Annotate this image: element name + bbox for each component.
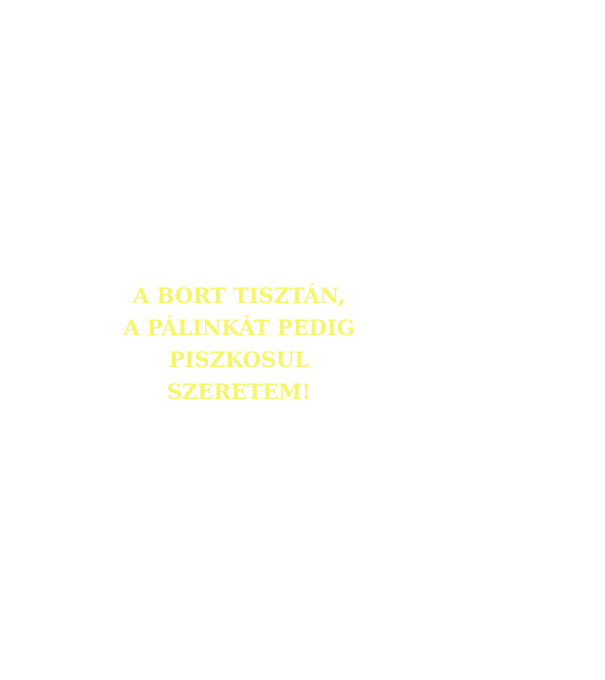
- slogan-line-4: SZERETEM!: [166, 379, 312, 404]
- slogan-text-block: A BORT TISZTÁN, A PÁLINKÁT PEDIG PISZKOS…: [119, 280, 359, 408]
- slogan-line-2: A PÁLINKÁT PEDIG: [123, 315, 355, 340]
- slogan-line-3: PISZKOSUL: [168, 347, 310, 372]
- slogan-line-1: A BORT TISZTÁN,: [133, 283, 345, 308]
